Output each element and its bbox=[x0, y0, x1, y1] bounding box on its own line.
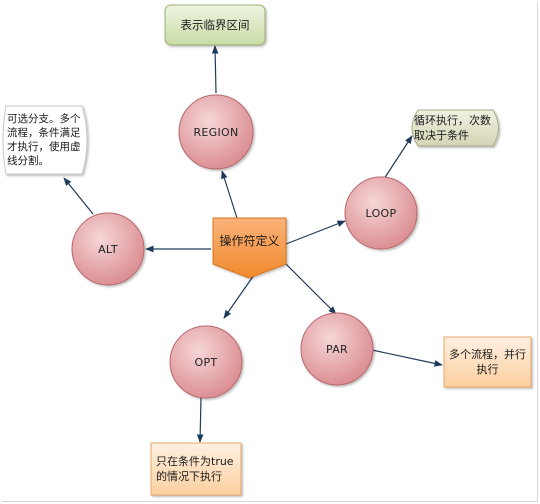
connector-center-region bbox=[221, 170, 238, 219]
alt-circle bbox=[71, 212, 145, 286]
connector-center-par bbox=[284, 262, 337, 315]
connector-par-note bbox=[371, 349, 443, 367]
center-shape bbox=[212, 217, 287, 279]
loop-circle bbox=[344, 176, 418, 250]
connector-opt-note bbox=[196, 397, 204, 443]
region-circle bbox=[178, 94, 254, 170]
alt-note-shape bbox=[2, 105, 88, 175]
loop-note-shape bbox=[411, 109, 499, 147]
connector-region-note bbox=[211, 45, 219, 94]
par-circle bbox=[300, 312, 374, 386]
region-note-box bbox=[164, 4, 266, 46]
connector-alt-note bbox=[63, 177, 94, 215]
opt-note-box bbox=[150, 442, 242, 496]
connector-loop-note bbox=[381, 135, 413, 183]
opt-circle bbox=[169, 325, 243, 399]
par-note-box bbox=[443, 336, 532, 388]
connector-center-loop bbox=[285, 220, 346, 245]
connector-center-opt bbox=[223, 274, 255, 319]
